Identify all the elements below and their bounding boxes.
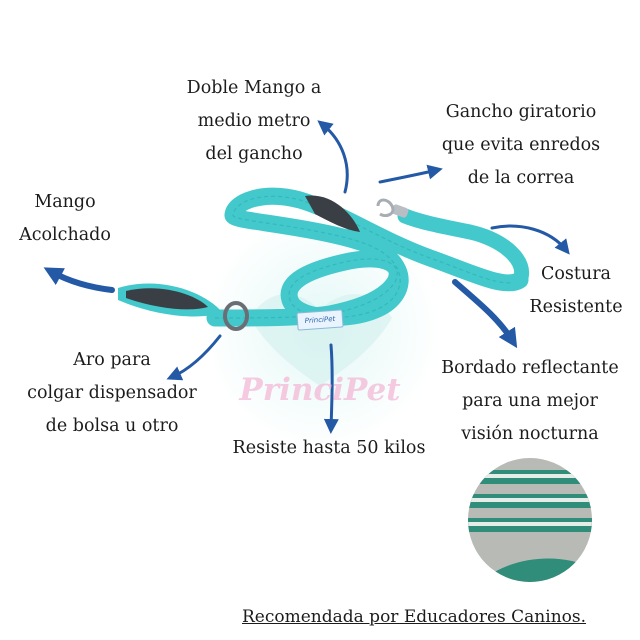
footer-recommendation: Recomendada por Educadores Caninos. [242, 607, 587, 627]
arrow-ring [166, 334, 222, 381]
brand-watermark: PrinciPet [239, 372, 401, 408]
reflective-detail-circle [468, 458, 592, 582]
arrow-padded-handle [43, 267, 115, 293]
ring [223, 301, 249, 331]
swivel-hook [376, 198, 409, 218]
padded-handle [118, 283, 222, 317]
label-load: Resiste hasta 50 kilos [232, 438, 426, 458]
arrow-load [323, 343, 339, 434]
label-double-handle: Doble Mango a medio metro del gancho [186, 78, 322, 164]
label-reflective: Bordado reflectante para una mejor visió… [441, 358, 619, 444]
arrow-stitching [490, 224, 570, 255]
arrow-swivel-hook [378, 164, 443, 184]
label-ring: Aro para colgar dispensador de bolsa u o… [27, 350, 197, 436]
arrow-reflective [452, 279, 518, 349]
brand-tag: PrinciPet [296, 309, 344, 331]
label-swivel-hook: Gancho giratorio que evita enredos de la… [441, 102, 601, 188]
double-handle [305, 195, 360, 232]
arrow-double-handle [317, 120, 349, 194]
callout-arrows [43, 120, 570, 434]
label-stitching: Costura Resistente [529, 264, 623, 317]
label-padded-handle: Mango Acolchado [19, 192, 111, 245]
